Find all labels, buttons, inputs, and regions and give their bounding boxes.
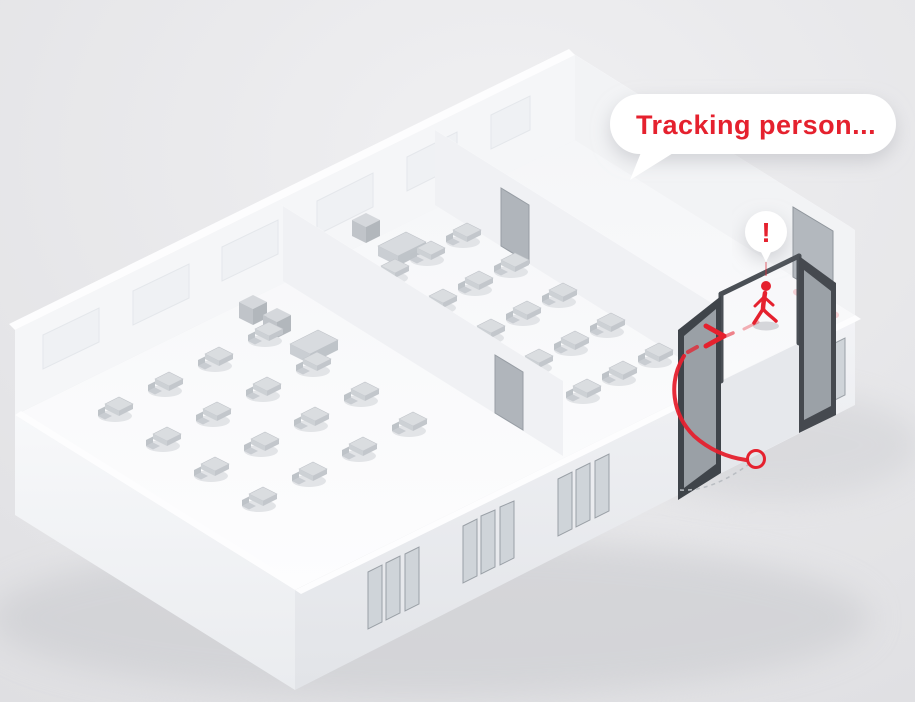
front-left-wall — [15, 411, 301, 690]
open-door-leaf-left — [678, 296, 721, 500]
window-group — [462, 500, 515, 584]
front-right-wall — [295, 253, 861, 690]
tracking-bubble: Tracking person... — [610, 94, 896, 180]
tracking-bubble-label: Tracking person... — [636, 110, 876, 140]
divider-wall-hall — [429, 126, 715, 380]
path-endpoint-circle — [746, 449, 766, 469]
direction-chevron-icon — [703, 323, 727, 349]
bubble-tail — [630, 150, 678, 180]
window-group — [367, 546, 420, 630]
person-shadow — [753, 321, 779, 331]
person-head — [761, 281, 771, 291]
alert-badge: ! — [745, 211, 787, 276]
door-swing-arc — [679, 461, 753, 491]
person-icon — [752, 281, 778, 325]
interior-door — [494, 354, 524, 431]
alert-exclamation-label: ! — [761, 217, 770, 248]
divider-wall-classrooms — [277, 202, 563, 456]
whiteboard-panels — [42, 95, 531, 370]
window-group — [557, 453, 610, 537]
entrance-opening — [721, 343, 799, 473]
tracking-overlay: ! — [672, 211, 787, 469]
open-door-leaf-right — [799, 256, 836, 433]
